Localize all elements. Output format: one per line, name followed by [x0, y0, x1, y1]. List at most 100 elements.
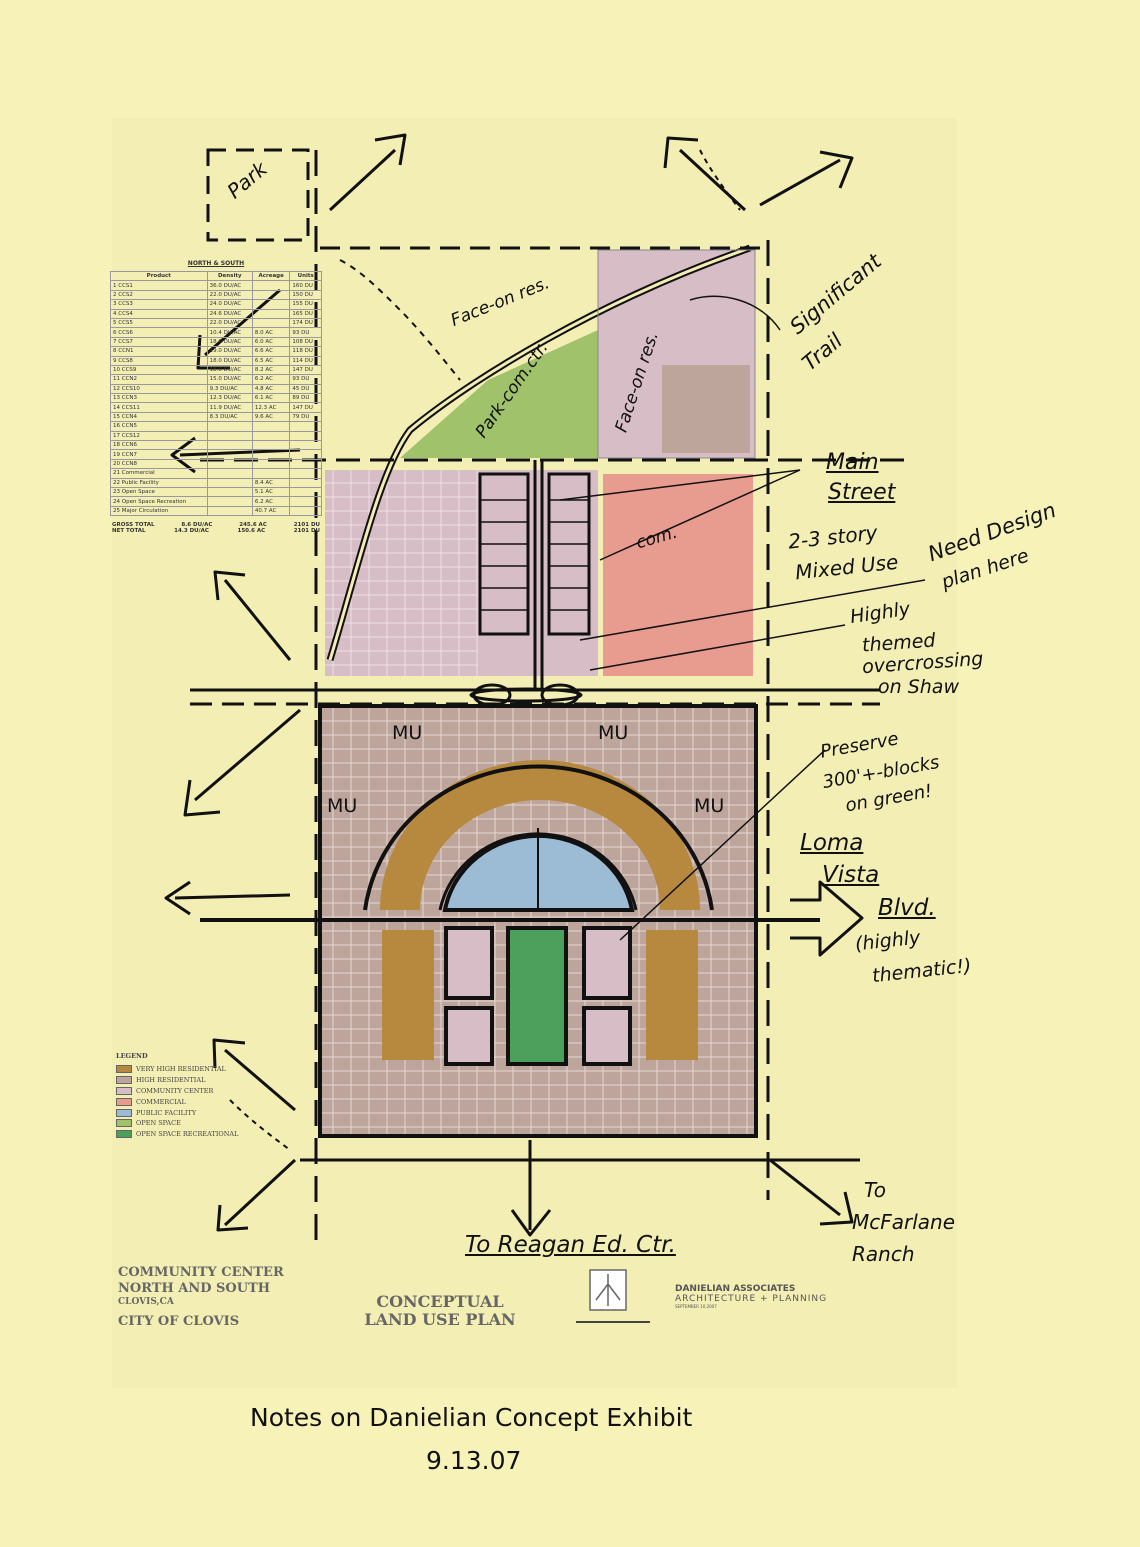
table-cell: 9.6 AC	[251, 411, 291, 423]
legend-swatch	[116, 1097, 132, 1106]
arrow-sw-2	[216, 1158, 297, 1232]
table-cell: 2 CCS2	[110, 289, 208, 301]
legend-item: COMMUNITY CENTER	[116, 1086, 238, 1097]
table-cell: 6.0 AC	[251, 336, 291, 348]
table-cell: 4 CCS4	[110, 308, 208, 319]
project-title-block: COMMUNITY CENTER NORTH AND SOUTH CLOVIS,…	[118, 1265, 284, 1330]
legend-swatch	[116, 1119, 132, 1128]
note-to-reagan: To Reagan Ed. Ctr.	[465, 1232, 676, 1258]
main-street-block-dividers	[480, 499, 589, 611]
table-cell: 20 CCN8	[110, 458, 208, 470]
ring-road-outer	[363, 764, 714, 911]
firm-date: SEPTEMBER 10,2007	[675, 1304, 717, 1309]
table-cell: 23 Open Space	[110, 486, 208, 498]
firm-name: DANIELIAN ASSOCIATES	[675, 1284, 796, 1294]
note-on-shaw: on Shaw	[878, 676, 959, 698]
table-cell	[206, 496, 253, 507]
title-line-2: NORTH AND SOUTH	[118, 1281, 271, 1296]
net-total-row: NET TOTAL 14.3 DU/AC 150.6 AC 2101 DU	[110, 528, 322, 534]
table-cell: 89 DU	[289, 393, 322, 404]
table-cell: 13 CCN3	[110, 393, 208, 404]
table-cell: 118 DU	[289, 346, 322, 357]
table-cell: 6.5 AC	[251, 355, 291, 366]
net-total-density: 14.3 DU/AC	[174, 528, 209, 535]
gross-total-units: 2101 DU	[293, 522, 320, 529]
arrow-west-3	[164, 880, 291, 916]
table-cell	[206, 458, 253, 470]
note-loma: Loma	[800, 830, 864, 856]
note-blvd: Blvd.	[878, 895, 936, 921]
table-cell	[206, 449, 253, 460]
north-west-street-grid	[325, 470, 478, 676]
legend-swatch	[116, 1065, 132, 1074]
note-main: Main	[826, 450, 879, 475]
table-cell: 21 Commercial	[110, 468, 208, 479]
table-cell: 6.1 AC	[251, 393, 291, 404]
table-cell: 12.3 DU/AC	[206, 393, 253, 404]
legend-label: COMMERCIAL	[136, 1097, 186, 1106]
net-total-units: 2101 DU	[293, 528, 320, 535]
table-cell: 150 DU	[289, 289, 322, 301]
table-cell: 147 DU	[289, 402, 322, 413]
table-cell: 11 CCN2	[110, 374, 208, 385]
arrow-north-2	[663, 136, 747, 212]
net-total-acreage: 150.6 AC	[237, 528, 266, 535]
legend-swatch	[116, 1086, 132, 1095]
note-mu-1: MU	[392, 722, 423, 744]
table-cell: 3 CCS3	[110, 299, 208, 310]
very-high-res-arc	[380, 760, 700, 910]
table-row: 16 CCN5	[110, 421, 322, 432]
table-cell	[251, 299, 291, 310]
table-cell	[289, 496, 322, 507]
north-arrow-symbol	[576, 1269, 650, 1323]
east-very-high-res	[646, 930, 698, 1060]
table-header-cell: Acreage	[251, 270, 291, 282]
table-row: 20 CCN8	[110, 458, 322, 470]
firm-discipline: ARCHITECTURE + PLANNING	[675, 1294, 828, 1304]
table-cell: 25 Major Circulation	[110, 505, 208, 517]
legend-swatch	[116, 1108, 132, 1117]
table-cell	[206, 477, 253, 489]
table-cell: 22.0 DU/AC	[206, 317, 253, 329]
significant-trail-inner	[328, 246, 751, 661]
note-to: To	[864, 1178, 886, 1202]
legend-item: COMMERCIAL	[116, 1096, 238, 1107]
note-mu-2: MU	[598, 722, 629, 744]
table-cell: 1 CCS1	[110, 280, 208, 291]
table-title: NORTH & SOUTH	[187, 260, 245, 267]
table-cell: 93 DU	[289, 374, 322, 385]
table-cell: 174 DU	[289, 317, 322, 329]
main-street-centerline	[533, 460, 544, 690]
table-cell	[251, 317, 291, 329]
legend-item: HIGH RESIDENTIAL	[116, 1075, 238, 1086]
legend-item: OPEN SPACE	[116, 1118, 238, 1129]
table-cell	[251, 440, 291, 451]
table-cell	[289, 468, 322, 479]
table-cell: 4.8 AC	[251, 383, 291, 395]
table-row: 19 CCN7	[110, 449, 322, 460]
legend-label: OPEN SPACE	[136, 1119, 181, 1128]
table-cell: 15.0 DU/AC	[206, 374, 253, 385]
gross-total-label: GROSS TOTAL	[112, 522, 155, 529]
table-cell	[289, 421, 322, 432]
note-mu-3: MU	[327, 795, 358, 817]
legend-label: VERY HIGH RESIDENTIAL	[136, 1065, 226, 1074]
table-cell: 40.7 AC	[251, 505, 291, 517]
table-header-cell: Product	[110, 270, 208, 282]
table-cell: 93 DU	[289, 327, 322, 338]
table-cell	[206, 421, 253, 432]
loma-vista-arrow	[790, 880, 864, 957]
note-mcfarlane: McFarlane	[852, 1210, 956, 1234]
table-cell: 8.3 DU/AC	[206, 411, 253, 423]
